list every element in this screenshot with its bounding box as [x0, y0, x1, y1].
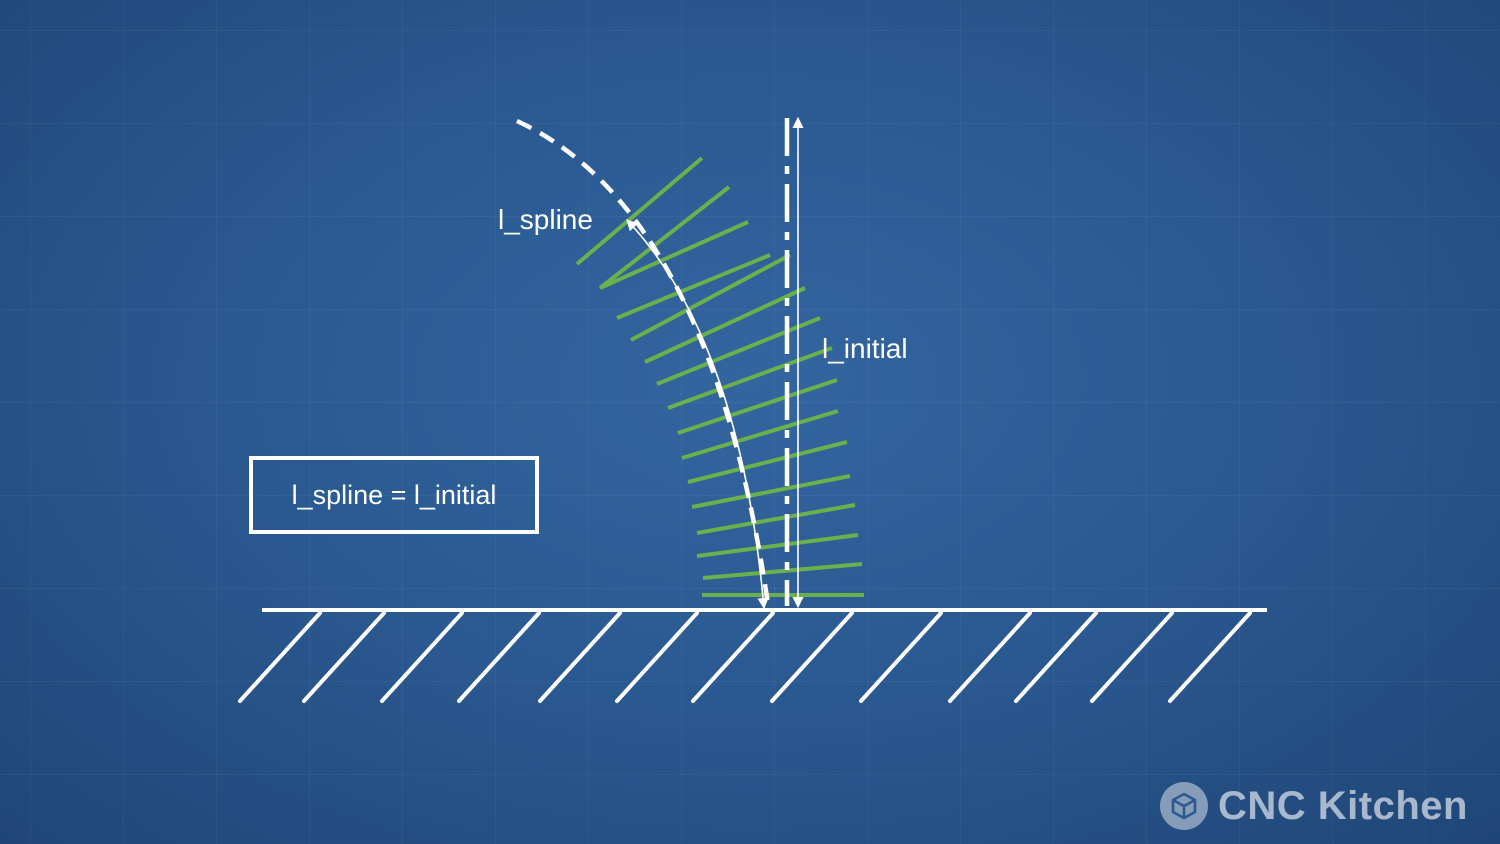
hatch-stroke	[302, 611, 386, 703]
hatch-stroke	[948, 611, 1032, 703]
logo-text: CNC Kitchen	[1218, 783, 1468, 828]
equation-text: l_spline = l_initial	[291, 479, 497, 510]
hatch-stroke	[615, 611, 699, 703]
ground-hatching	[238, 611, 1252, 703]
hatch-stroke	[859, 611, 943, 703]
layer-line	[691, 474, 851, 509]
hatch-stroke	[1168, 611, 1252, 703]
initial-label: l_initial	[822, 333, 908, 364]
layer-line	[644, 286, 806, 364]
equation-box: l_spline = l_initial	[249, 456, 539, 534]
hatch-stroke	[691, 611, 775, 703]
hatch-stroke	[238, 611, 322, 703]
layer-line	[696, 533, 859, 558]
layer-line	[696, 503, 856, 535]
hatch-stroke	[1014, 611, 1098, 703]
bent-centerline	[516, 118, 771, 605]
layer-line	[667, 346, 833, 410]
layer-line	[677, 378, 838, 435]
hatch-stroke	[770, 611, 854, 703]
logo: CNC Kitchen	[1160, 780, 1468, 832]
hatch-stroke	[1090, 611, 1174, 703]
spline-arrow	[626, 219, 769, 610]
hatch-stroke	[380, 611, 464, 703]
layer-line	[656, 316, 821, 386]
layer-line	[702, 562, 863, 580]
spline-label: l_spline	[498, 204, 593, 235]
layer-line	[575, 156, 704, 266]
layer-lines	[575, 156, 864, 597]
hatch-stroke	[457, 611, 541, 703]
hatch-stroke	[538, 611, 622, 703]
layer-line	[630, 253, 791, 342]
cube-icon	[1160, 782, 1208, 830]
